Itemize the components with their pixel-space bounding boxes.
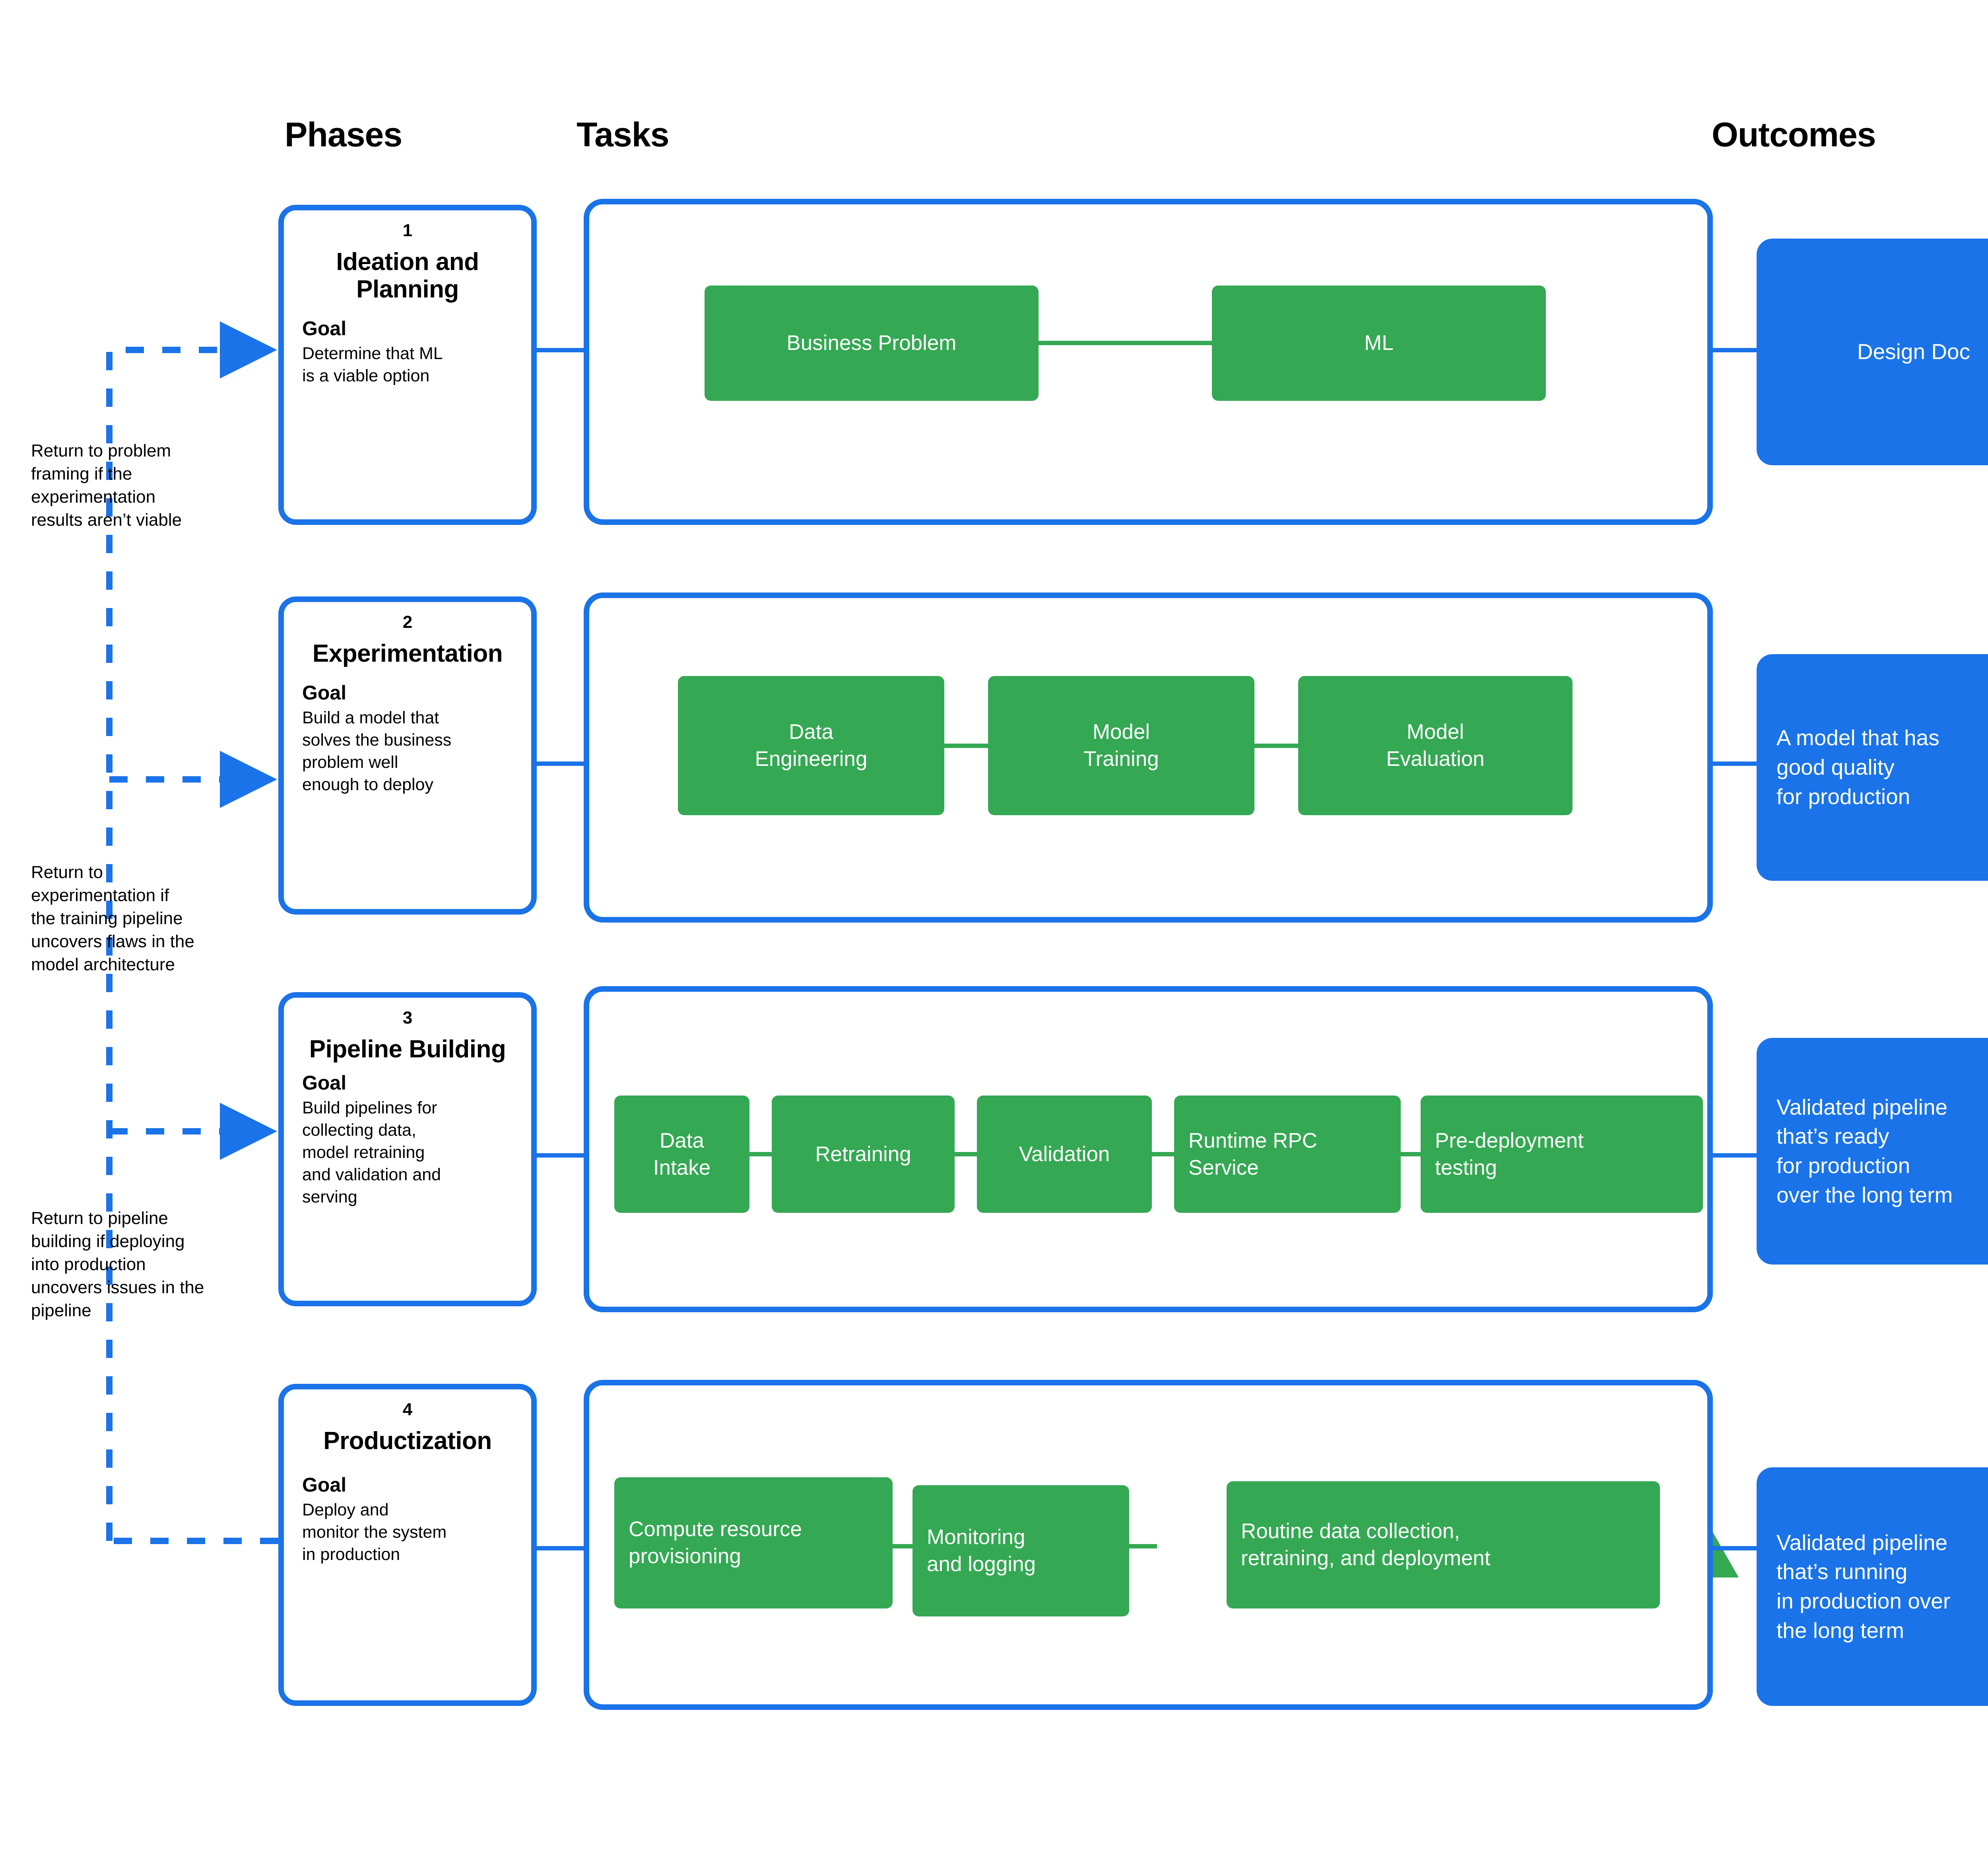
- goal-label: Goal: [302, 317, 347, 340]
- column-header-phases: Phases: [285, 116, 402, 154]
- phase-card-2[interactable]: 2 Experimentation Goal Build a model tha…: [278, 596, 537, 915]
- return-note-problem-framing: Return to problem framing if the experim…: [31, 441, 182, 530]
- goal-text: Deploy and monitor the system in product…: [302, 1500, 447, 1564]
- connector-phase1-to-tasks: [537, 348, 584, 352]
- task-box-retraining[interactable]: Retraining: [772, 1096, 955, 1213]
- task-box-routine-data-collection[interactable]: Routine data collection, retraining, and…: [1227, 1481, 1660, 1608]
- phase-title: Experimentation: [312, 639, 503, 667]
- task-box-data-engineering[interactable]: Data Engineering: [678, 676, 944, 815]
- connector-phase3-to-tasks: [537, 1153, 584, 1158]
- goal-label: Goal: [302, 1474, 347, 1496]
- green-connector-3d: [1401, 1152, 1421, 1156]
- green-connector-1: [1039, 341, 1212, 345]
- goal-text: Build pipelines for collecting data, mod…: [302, 1098, 441, 1206]
- outcome-box-2[interactable]: A model that has good quality for produc…: [1757, 654, 1988, 881]
- column-header-outcomes: Outcomes: [1712, 116, 1876, 154]
- goal-label: Goal: [302, 1072, 347, 1094]
- connector-tasks4-to-outcome4: [1713, 1546, 1757, 1550]
- green-connector-2b: [1254, 744, 1298, 748]
- phase-number: 4: [402, 1400, 413, 1419]
- goal-text: Build a model that solves the business p…: [302, 708, 452, 794]
- task-box-ml[interactable]: ML: [1212, 286, 1546, 401]
- connector-tasks1-to-outcome1: [1713, 348, 1757, 352]
- connector-phase4-to-tasks: [537, 1546, 584, 1550]
- phase-number: 3: [402, 1008, 413, 1028]
- green-connector-3a: [749, 1152, 772, 1156]
- task-box-business-problem[interactable]: Business Problem: [705, 286, 1039, 401]
- connector-tasks2-to-outcome2: [1713, 761, 1757, 766]
- task-box-model-evaluation[interactable]: Model Evaluation: [1298, 676, 1573, 815]
- outcome-box-1[interactable]: Design Doc: [1757, 239, 1988, 465]
- goal-text: Determine that ML is a viable option: [302, 344, 443, 386]
- task-box-monitoring-and-logging[interactable]: Monitoring and logging: [912, 1485, 1129, 1616]
- return-note-pipeline-building: Return to pipeline building if deploying…: [31, 1208, 204, 1321]
- goal-label: Goal: [302, 682, 347, 704]
- phase-title: Ideation and Planning: [336, 248, 479, 303]
- column-header-tasks: Tasks: [577, 116, 669, 154]
- phase-goal: Goal Build pipelines for collecting data…: [302, 1071, 513, 1208]
- task-box-model-training[interactable]: Model Training: [988, 676, 1254, 815]
- green-connector-3b: [955, 1152, 977, 1156]
- phase-number: 1: [402, 221, 413, 240]
- phase-title: Pipeline Building: [309, 1035, 506, 1063]
- task-box-runtime-rpc-service[interactable]: Runtime RPC Service: [1174, 1096, 1401, 1213]
- green-connector-3c: [1152, 1152, 1174, 1156]
- outcome-box-4[interactable]: Validated pipeline that’s running in pro…: [1757, 1467, 1988, 1706]
- task-box-pre-deployment-testing[interactable]: Pre-deployment testing: [1421, 1096, 1703, 1213]
- green-connector-2a: [944, 744, 988, 748]
- phase-card-4[interactable]: 4 Productization Goal Deploy and monitor…: [278, 1384, 537, 1706]
- phase-card-3[interactable]: 3 Pipeline Building Goal Build pipelines…: [278, 992, 537, 1306]
- task-box-data-intake[interactable]: Data Intake: [614, 1096, 749, 1213]
- phase-goal: Goal Build a model that solves the busin…: [302, 681, 513, 796]
- phase-number: 2: [402, 612, 413, 632]
- phase-goal: Goal Determine that ML is a viable optio…: [302, 317, 513, 387]
- task-box-validation[interactable]: Validation: [977, 1096, 1152, 1213]
- green-connector-4a: [893, 1544, 912, 1548]
- connector-tasks3-to-outcome3: [1713, 1153, 1757, 1158]
- outcome-box-3[interactable]: Validated pipeline that’s ready for prod…: [1757, 1038, 1988, 1265]
- task-box-compute-resource-provisioning[interactable]: Compute resource provisioning: [614, 1477, 893, 1608]
- phase-title: Productization: [323, 1427, 492, 1455]
- phase-card-1[interactable]: 1 Ideation and Planning Goal Determine t…: [278, 205, 537, 525]
- return-note-experimentation: Return to experimentation if the trainin…: [31, 863, 194, 975]
- phase-goal: Goal Deploy and monitor the system in pr…: [302, 1473, 513, 1566]
- connector-phase2-to-tasks: [537, 761, 584, 766]
- green-connector-4b: [1129, 1544, 1157, 1548]
